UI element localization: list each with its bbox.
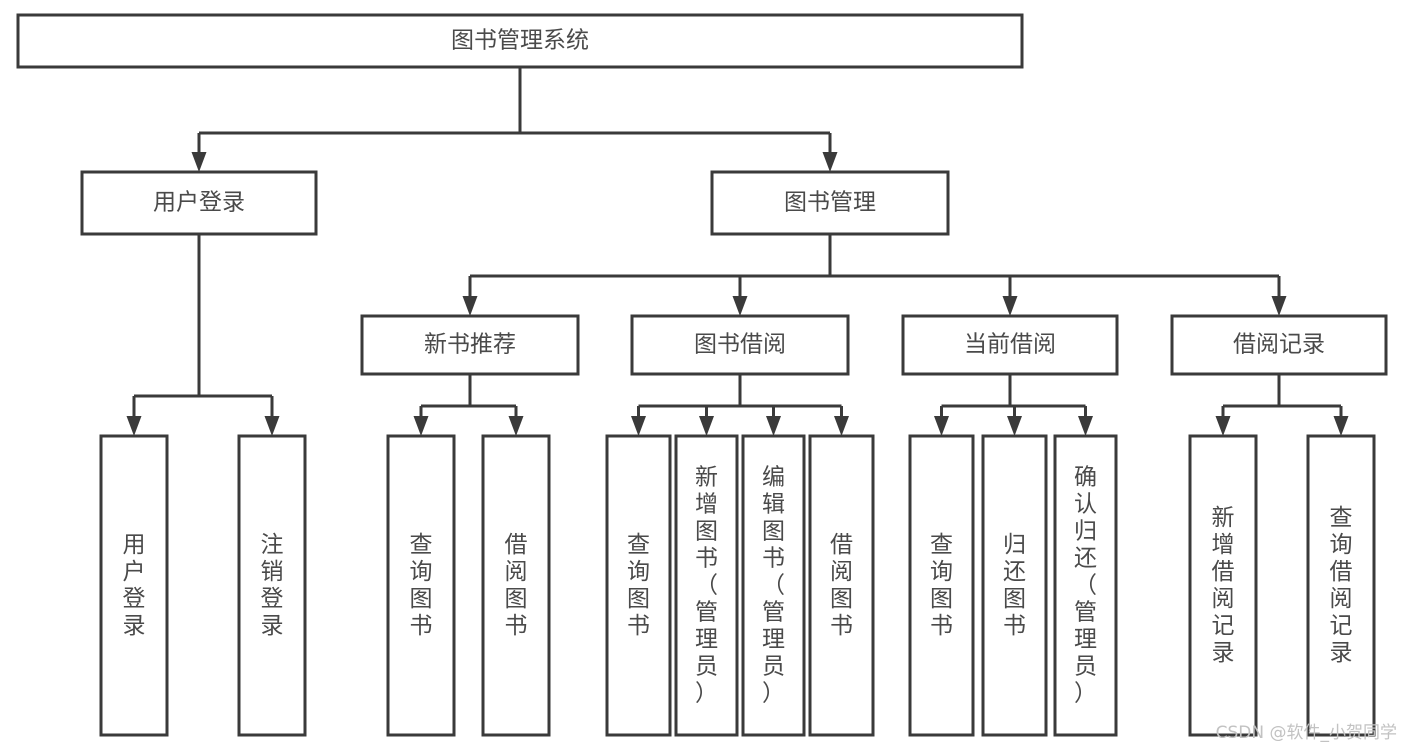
node-box	[16, 13, 1024, 69]
node-leaf-query-book-cur[interactable]: 查询图书	[908, 434, 975, 737]
node-label: 用户登录	[153, 190, 245, 216]
node-leaf-add-record[interactable]: 新增借阅记录	[1188, 434, 1258, 737]
node-label: 新增借阅记录	[1212, 505, 1235, 666]
node-label: 确认归还（管理员）	[1074, 464, 1097, 706]
node-box	[908, 434, 975, 737]
node-leaf-borrow-book[interactable]: 借阅图书	[808, 434, 875, 737]
arrow-head-icon	[1002, 296, 1018, 316]
node-layer: 图书管理系统用户登录图书管理新书推荐图书借阅当前借阅借阅记录用户登录注销登录查询…	[16, 13, 1388, 737]
node-leaf-confirm-return[interactable]: 确认归还（管理员）	[1053, 434, 1118, 737]
node-label: 当前借阅	[964, 332, 1056, 358]
arrow-head-icon	[1007, 416, 1022, 436]
node-label: 新书推荐	[424, 332, 516, 358]
node-label: 查询图书	[410, 532, 433, 639]
node-box	[1170, 314, 1388, 376]
node-book-borrow[interactable]: 图书借阅	[630, 314, 850, 376]
node-label: 查询图书	[930, 532, 953, 639]
node-box	[630, 314, 850, 376]
node-box	[481, 434, 551, 737]
arrow-head-icon	[264, 416, 280, 436]
node-box	[99, 434, 169, 737]
node-leaf-add-book[interactable]: 新增图书（管理员）	[674, 434, 739, 737]
arrow-head-icon	[191, 152, 207, 172]
node-box	[386, 434, 456, 737]
arrow-head-icon	[699, 416, 714, 436]
arrow-head-icon	[126, 416, 142, 436]
node-label: 注销登录	[261, 532, 284, 639]
node-box	[710, 170, 950, 236]
node-leaf-query-record[interactable]: 查询借阅记录	[1306, 434, 1376, 737]
arrow-head-icon	[1078, 416, 1093, 436]
node-box	[360, 314, 580, 376]
arrow-head-icon	[631, 416, 646, 436]
edge-layer	[126, 67, 1349, 436]
node-label: 归还图书	[1003, 532, 1026, 639]
arrow-head-icon	[822, 152, 838, 172]
node-leaf-logout[interactable]: 注销登录	[237, 434, 307, 737]
node-leaf-query-book-borrow[interactable]: 查询图书	[605, 434, 672, 737]
node-label: 借阅图书	[505, 532, 528, 639]
watermark-text: CSDN @软件_小贺同学	[1215, 723, 1397, 743]
node-box	[1306, 434, 1376, 737]
node-box	[1188, 434, 1258, 737]
node-box	[741, 434, 806, 737]
node-label: 用户登录	[123, 532, 146, 639]
arrow-head-icon	[766, 416, 781, 436]
node-box	[981, 434, 1048, 737]
node-box	[80, 170, 318, 236]
arrow-head-icon	[1215, 416, 1231, 436]
node-box	[674, 434, 739, 737]
arrow-head-icon	[462, 296, 478, 316]
node-book-manage[interactable]: 图书管理	[710, 170, 950, 236]
node-box	[1053, 434, 1118, 737]
node-root[interactable]: 图书管理系统	[16, 13, 1024, 69]
node-leaf-borrow-book-rec[interactable]: 借阅图书	[481, 434, 551, 737]
node-leaf-return-book[interactable]: 归还图书	[981, 434, 1048, 737]
node-label: 新增图书（管理员）	[695, 464, 718, 706]
node-leaf-user-login[interactable]: 用户登录	[99, 434, 169, 737]
node-label: 图书管理	[784, 190, 876, 216]
node-box	[808, 434, 875, 737]
node-user-login[interactable]: 用户登录	[80, 170, 318, 236]
node-new-book-rec[interactable]: 新书推荐	[360, 314, 580, 376]
node-label: 借阅图书	[830, 532, 853, 639]
node-box	[901, 314, 1119, 376]
arrow-head-icon	[508, 416, 524, 436]
node-label: 借阅记录	[1233, 332, 1325, 358]
node-box	[237, 434, 307, 737]
node-label: 查询图书	[627, 532, 650, 639]
node-label: 图书管理系统	[451, 28, 589, 54]
node-current-borrow[interactable]: 当前借阅	[901, 314, 1119, 376]
arrow-head-icon	[934, 416, 949, 436]
node-label: 查询借阅记录	[1330, 505, 1353, 666]
arrow-head-icon	[413, 416, 429, 436]
node-leaf-edit-book[interactable]: 编辑图书（管理员）	[741, 434, 806, 737]
node-borrow-record[interactable]: 借阅记录	[1170, 314, 1388, 376]
arrow-head-icon	[1271, 296, 1287, 316]
arrow-head-icon	[834, 416, 849, 436]
node-leaf-query-book-rec[interactable]: 查询图书	[386, 434, 456, 737]
node-label: 编辑图书（管理员）	[762, 464, 785, 706]
arrow-head-icon	[1333, 416, 1349, 436]
node-box	[605, 434, 672, 737]
node-label: 图书借阅	[694, 332, 786, 358]
arrow-head-icon	[732, 296, 748, 316]
